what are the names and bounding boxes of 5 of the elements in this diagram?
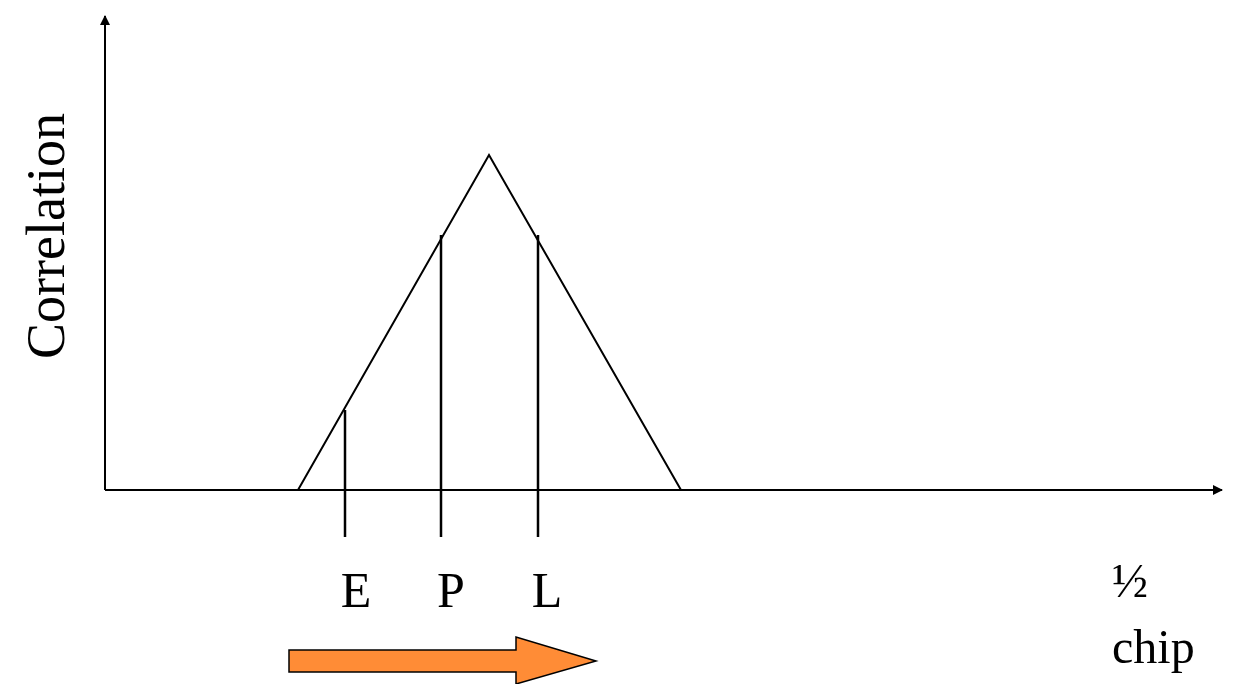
axis-unit-label: ½ chip bbox=[1112, 553, 1196, 675]
axis-title: Correlation bbox=[19, 113, 73, 359]
tap-label: E bbox=[340, 565, 372, 615]
tap-label: P bbox=[437, 565, 465, 615]
tap-label: L bbox=[531, 565, 563, 615]
